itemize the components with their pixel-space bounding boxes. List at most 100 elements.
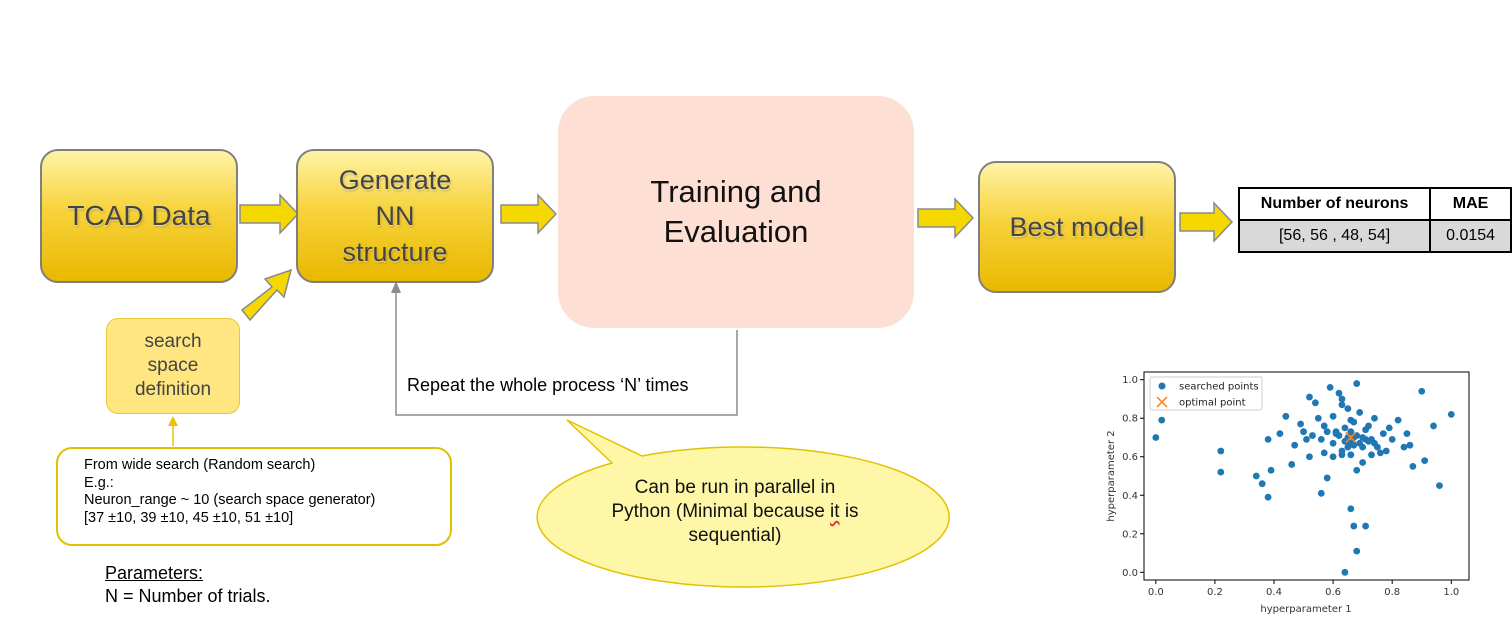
scatter-point xyxy=(1385,424,1393,432)
callout-fragment: is xyxy=(839,501,859,522)
scatter-point xyxy=(1388,436,1396,443)
legend-marker-optimal xyxy=(1156,396,1168,408)
arrow-best-model-to-table xyxy=(1179,201,1234,243)
scatter-point xyxy=(1447,410,1455,418)
scatter-point xyxy=(1368,451,1375,459)
speech-bubble-text: Can be run in parallel in Python (Minima… xyxy=(590,476,880,548)
scatter-point xyxy=(1311,399,1319,407)
scatter-point xyxy=(1362,522,1369,530)
scatter-point xyxy=(1376,449,1384,457)
training-label-line: Training and xyxy=(650,174,822,209)
x-axis: 0.0 0.2 0.4 0.6 0.8 1.0 xyxy=(1148,580,1459,598)
y-tick-label: 0.4 xyxy=(1122,491,1138,502)
arrow-generate-to-training xyxy=(500,193,558,235)
scatter-point xyxy=(1356,409,1364,416)
scatter-point xyxy=(1329,439,1337,447)
note-line: E.g.: xyxy=(84,474,114,491)
training-evaluation-node: Training and Evaluation xyxy=(558,96,914,328)
scatter-point xyxy=(1347,428,1355,436)
chart-legend: searched points optimal point xyxy=(1149,376,1263,411)
scatter-point xyxy=(1359,443,1367,451)
scatter-point xyxy=(1317,489,1325,497)
x-tick-label: 0.4 xyxy=(1266,587,1282,598)
scatter-point xyxy=(1323,428,1331,436)
y-tick-label: 0.6 xyxy=(1122,452,1138,463)
tcad-data-node: TCAD Data xyxy=(40,149,238,283)
scatter-point xyxy=(1291,441,1299,449)
x-tick-label: 0.0 xyxy=(1148,587,1164,598)
scatter-point xyxy=(1341,424,1349,432)
scatter-point xyxy=(1335,432,1343,439)
scatter-point xyxy=(1347,505,1355,513)
scatter-point xyxy=(1323,474,1331,482)
scatter-point xyxy=(1152,434,1160,441)
scatter-point xyxy=(1309,432,1316,439)
scatter-point xyxy=(1329,453,1337,461)
x-tick-label: 0.6 xyxy=(1325,587,1341,598)
table-header-row: Number of neurons MAE xyxy=(1237,187,1512,221)
scatter-point xyxy=(1379,430,1387,438)
scatter-point xyxy=(1317,436,1325,443)
scatter-point xyxy=(1436,482,1443,490)
scatter-point xyxy=(1264,436,1272,443)
flow-arrows xyxy=(239,193,1234,322)
scatter-point xyxy=(1418,387,1426,395)
legend-frame xyxy=(1149,376,1263,411)
table-row: [56, 56 , 48, 54] 0.0154 xyxy=(1237,219,1512,253)
random-search-note: From wide search (Random search) E.g.: N… xyxy=(56,447,452,546)
best-model-node: Best model xyxy=(978,161,1176,293)
header-mae: MAE xyxy=(1429,187,1512,221)
repeat-loop xyxy=(391,281,738,416)
search-space-label-line: search xyxy=(144,331,202,352)
optimal-stroke xyxy=(1345,431,1357,444)
generate-label-line: structure xyxy=(342,237,448,267)
scatter-point xyxy=(1353,466,1361,474)
scatter-point xyxy=(1421,457,1429,464)
y-tick-label: 0.0 xyxy=(1122,568,1138,579)
data-points xyxy=(1152,380,1455,576)
scatter-point xyxy=(1267,466,1275,474)
scatter-point xyxy=(1314,414,1322,422)
scatter-point xyxy=(1252,472,1260,480)
scatter-point xyxy=(1353,380,1361,387)
x-tick-label: 1.0 xyxy=(1443,587,1459,598)
speech-bubble xyxy=(536,419,950,588)
cell-mae-value: 0.0154 xyxy=(1429,219,1512,253)
scatter-point xyxy=(1394,416,1402,424)
generate-nn-node: Generate NN structure xyxy=(296,149,494,283)
arrow-search-space-to-generate xyxy=(240,268,293,322)
scatter-point xyxy=(1350,522,1358,530)
y-tick-label: 1.0 xyxy=(1122,375,1138,386)
scatter-point xyxy=(1320,422,1328,430)
scatter-point xyxy=(1371,414,1378,422)
legend-marker-searched xyxy=(1158,382,1166,390)
parameters-line: N = Number of trials. xyxy=(105,586,271,606)
scatter-point xyxy=(1409,462,1417,470)
optimal-point-marker xyxy=(1345,431,1357,444)
scatter-point xyxy=(1341,568,1349,576)
generate-label-line: NN xyxy=(375,201,415,231)
note-line: From wide search (Random search) xyxy=(84,457,316,473)
callout-line: Python (Minimal because it is xyxy=(590,500,880,524)
best-model-label: Best model xyxy=(1009,211,1145,242)
scatter-point xyxy=(1359,459,1367,466)
search-space-node: search space definition xyxy=(106,318,240,414)
scatter-point xyxy=(1303,436,1310,443)
training-label-line: Evaluation xyxy=(663,214,809,249)
scatter-point xyxy=(1158,416,1166,424)
scatter-point xyxy=(1350,441,1358,449)
y-tick-label: 0.2 xyxy=(1122,529,1138,540)
scatter-point xyxy=(1329,412,1337,420)
tcad-data-label: TCAD Data xyxy=(67,200,211,231)
scatter-point xyxy=(1258,480,1266,488)
search-space-label-line: space xyxy=(147,355,199,376)
search-space-label-line: definition xyxy=(134,379,212,400)
scatter-point xyxy=(1217,447,1225,455)
x-tick-label: 0.2 xyxy=(1207,587,1223,598)
x-tick-label: 0.8 xyxy=(1384,587,1400,598)
scatter-point xyxy=(1374,443,1381,451)
scatter-point xyxy=(1353,547,1361,555)
callout-line: sequential) xyxy=(688,525,782,546)
